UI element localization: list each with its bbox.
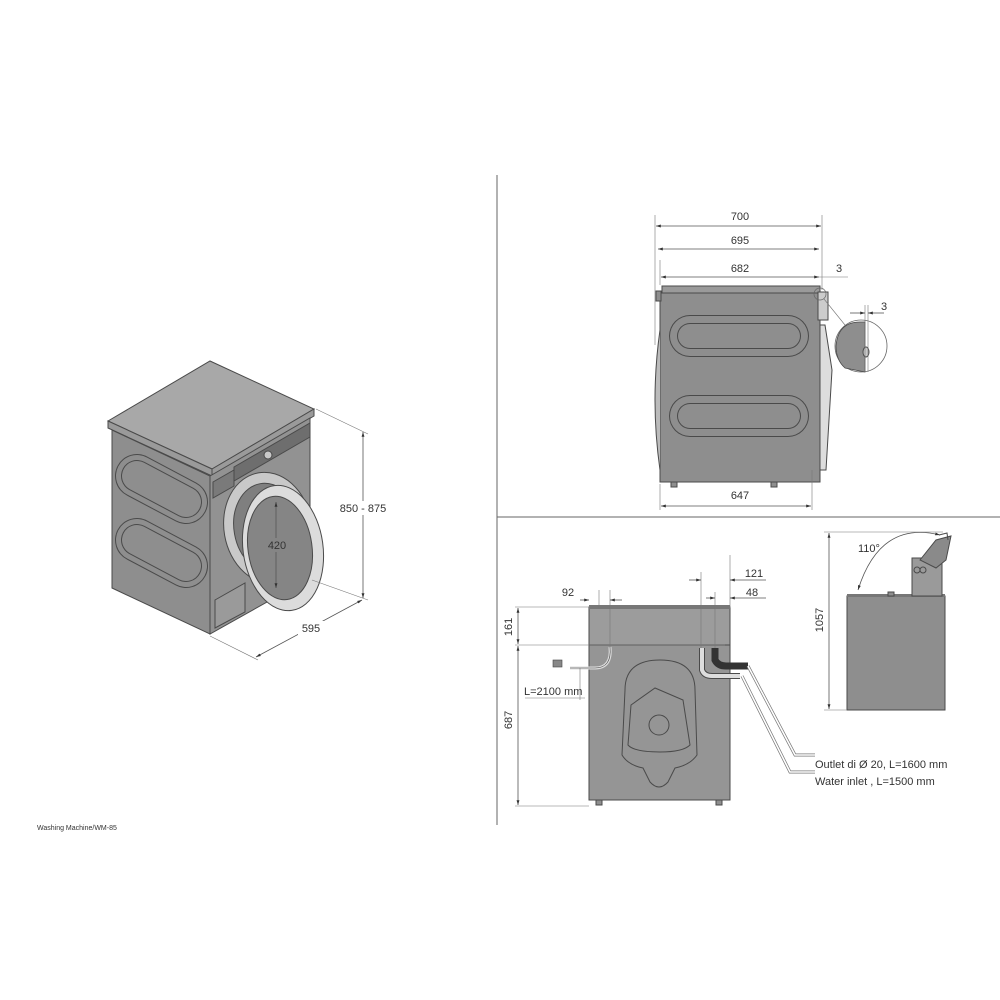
dim-695: 695: [731, 235, 749, 247]
service-hatch: [214, 582, 246, 629]
width-label: 595: [302, 623, 320, 635]
back-view: 92 121 48 161 687 L=2100 mm Outlet di Ø …: [503, 555, 947, 807]
dim-3-top: 3: [836, 263, 842, 275]
dim-682: 682: [731, 263, 749, 275]
dim-92: 92: [562, 587, 574, 599]
outlet-hose-label: Outlet di Ø 20, L=1600 mm: [815, 759, 947, 771]
detergent-drawer: [212, 469, 235, 499]
door-diameter-label: 420: [268, 540, 286, 552]
program-knob: [263, 450, 273, 460]
caption: Washing Machine/WM-85: [37, 825, 117, 832]
dim-121: 121: [745, 568, 763, 580]
lid-height-label: 1057: [814, 608, 826, 632]
back-panel: [621, 659, 698, 788]
side-view: 700 695 682 3: [654, 211, 888, 510]
dim-48: 48: [746, 587, 758, 599]
dim-687: 687: [503, 711, 515, 729]
lid-open-view: 110° 1057: [814, 531, 952, 711]
dim-3-detail: 3: [881, 301, 887, 313]
side-panel-oval-bottom: [115, 518, 208, 588]
isometric-view: 420 850 - 875 595: [106, 360, 391, 661]
lid-angle-label: 110°: [858, 543, 880, 555]
detail-circle: [834, 319, 888, 373]
side-panel-oval-top: [115, 454, 208, 524]
height-label: 850 - 875: [340, 503, 386, 515]
cable-length-label: L=2100 mm: [524, 686, 582, 698]
dim-161: 161: [503, 618, 515, 636]
dim-647: 647: [731, 490, 749, 502]
dim-700: 700: [731, 211, 749, 223]
water-inlet-label: Water inlet , L=1500 mm: [815, 776, 935, 788]
